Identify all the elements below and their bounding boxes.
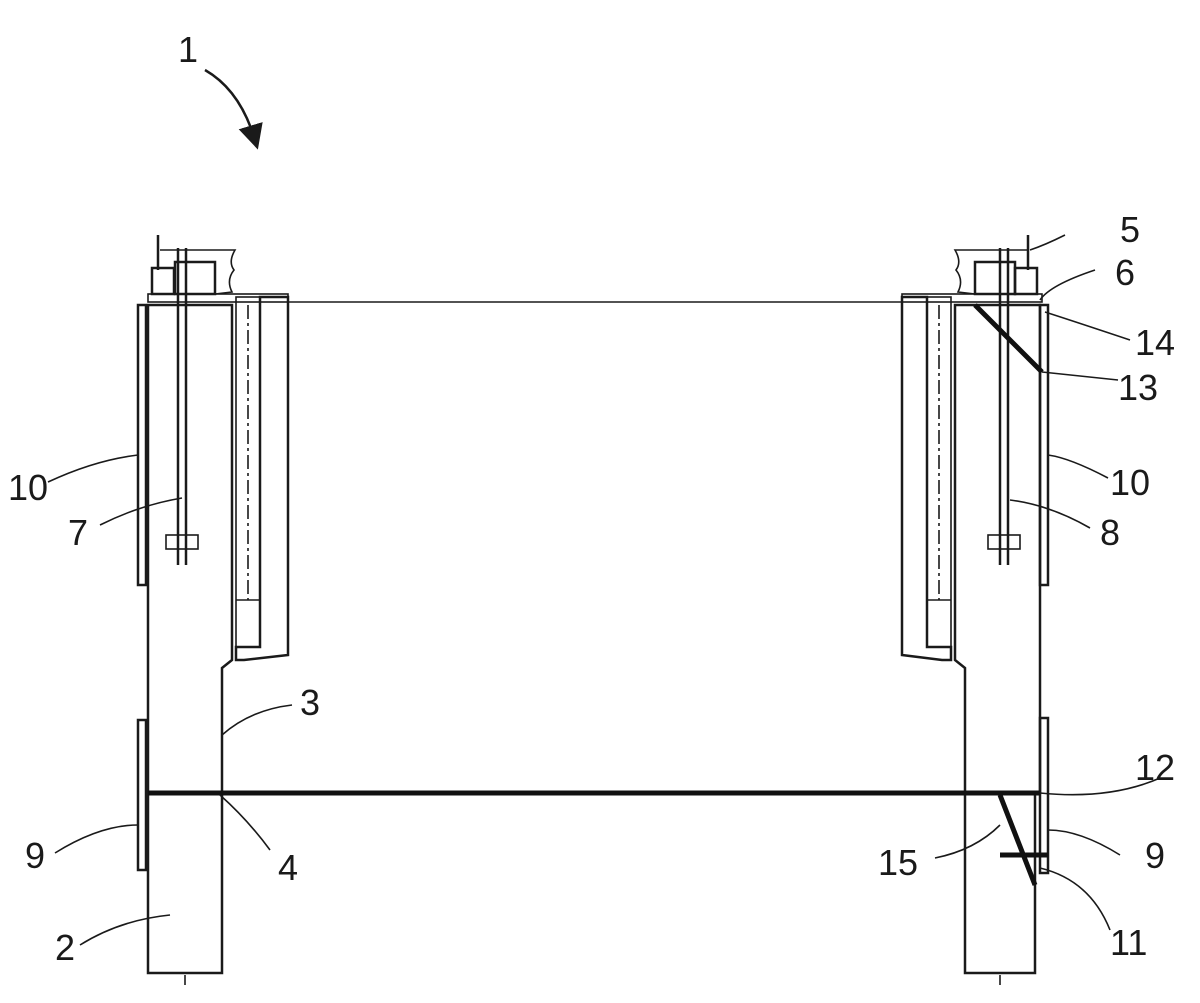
label-2: 2 [55,927,75,968]
label-12: 12 [1135,747,1175,788]
label-3: 3 [300,682,320,723]
label-13: 13 [1118,367,1158,408]
right-clamp [1013,266,1039,296]
label-5: 5 [1120,209,1140,250]
label-8: 8 [1100,512,1120,553]
label-14: 14 [1135,322,1175,363]
right-cladding-plate-upper [1038,303,1050,587]
right-wall [900,235,1050,975]
right-anchor-nut [987,534,1021,550]
left-base-part [146,791,224,975]
right-inner-skin [900,295,953,662]
label-15: 15 [878,842,918,883]
left-inner-skin [234,295,290,662]
label-9-right: 9 [1145,835,1165,876]
leader-lines [47,68,1161,946]
left-top-block [173,260,217,296]
label-6: 6 [1115,252,1135,293]
right-base-part [963,791,1037,975]
right-cladding-plate-lower [1038,716,1050,875]
label-10-right: 10 [1110,462,1150,503]
label-7: 7 [68,512,88,553]
left-cladding-plate-lower [136,718,148,872]
left-anchor-nut [165,534,199,550]
left-clamp [150,266,176,296]
diagonal-element-upper [973,303,1044,374]
label-10-left: 10 [8,467,48,508]
label-4: 4 [278,847,298,888]
label-1: 1 [178,29,198,70]
left-wall [136,235,290,975]
label-11: 11 [1110,922,1147,963]
left-cladding-plate-upper [136,303,148,587]
label-9-left: 9 [25,835,45,876]
diagonal-element-lower [997,794,1038,886]
